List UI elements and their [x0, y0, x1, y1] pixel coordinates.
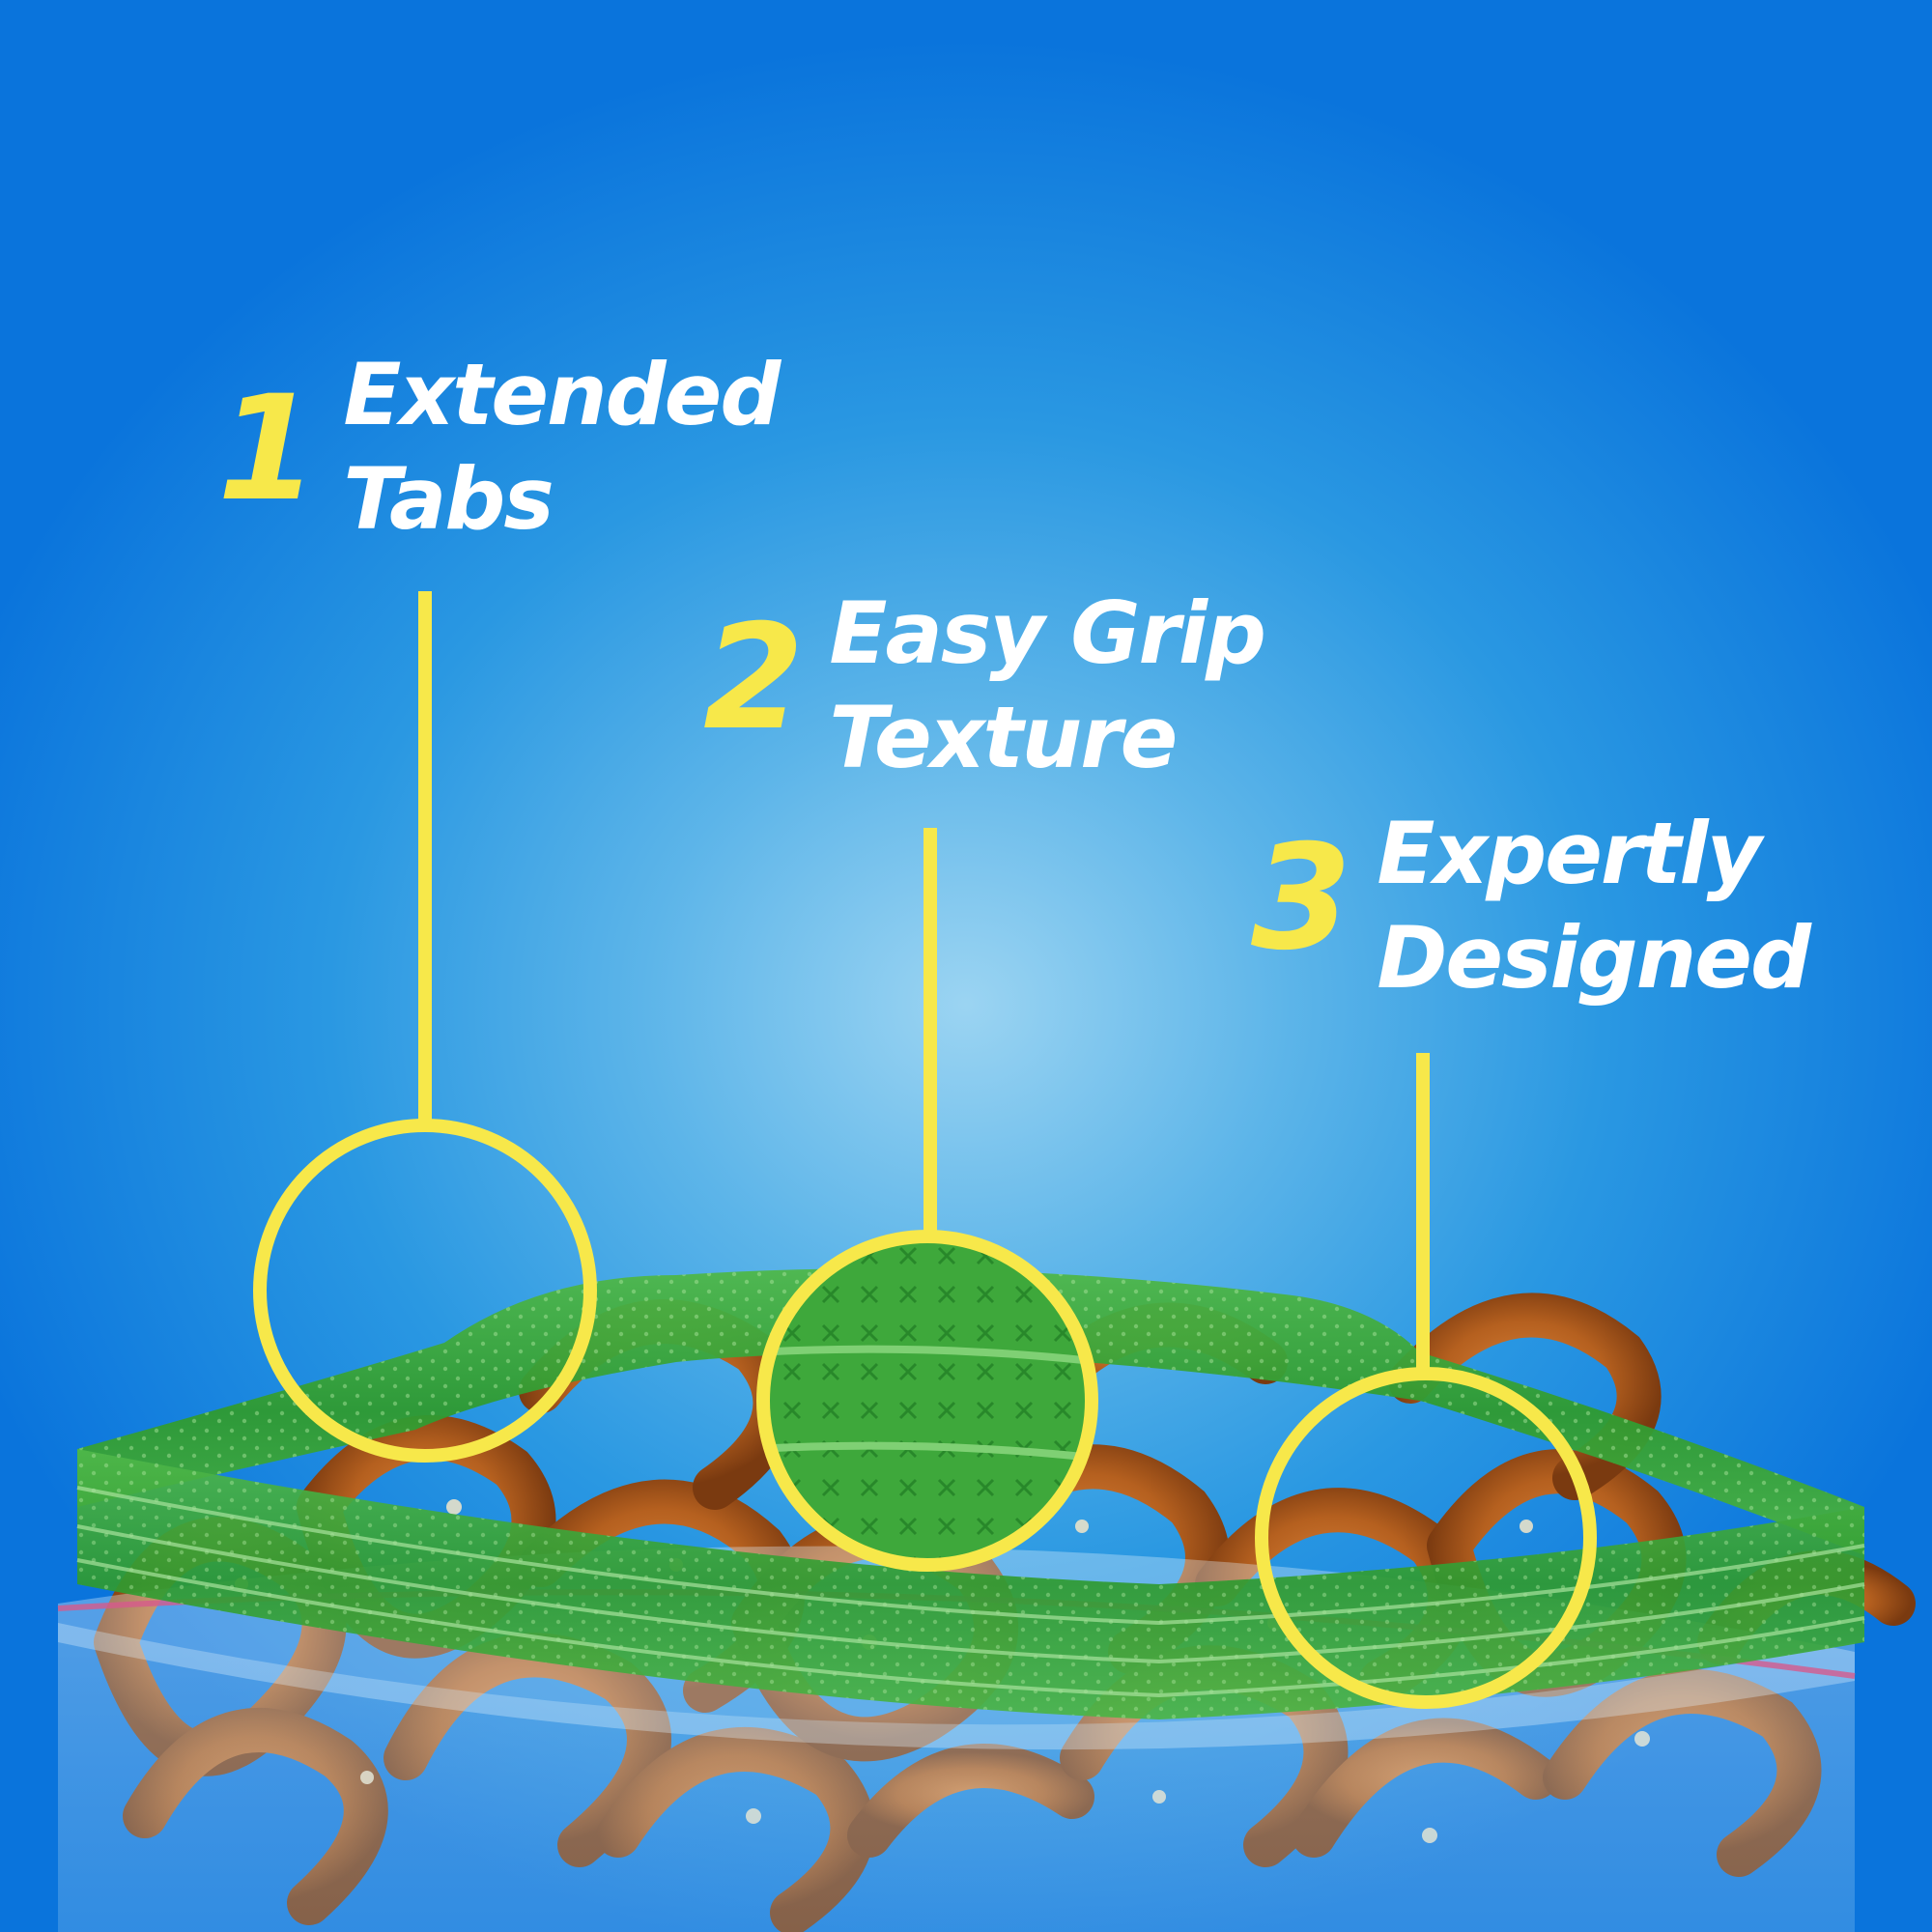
callout-easy-grip-texture: 2 Easy Grip Texture [703, 582, 1266, 790]
callout-label: Expertly Designed [1377, 802, 1811, 1010]
callout-label-line1: Expertly [1377, 804, 1762, 903]
callout-1-marker [253, 591, 597, 1463]
grip-texture-detail [763, 1236, 1092, 1565]
callout-extended-tabs: 1 Extended Tabs [217, 343, 781, 552]
callout-label-line1: Easy Grip [829, 583, 1266, 683]
callout-number: 1 [217, 365, 318, 533]
callout-label-line2: Texture [829, 688, 1178, 787]
callout-label-line2: Tabs [343, 449, 554, 549]
callout-label-line1: Extended [343, 345, 781, 444]
callout-label-line2: Designed [1377, 908, 1811, 1008]
callout-3-marker [1255, 1053, 1597, 1709]
callout-label: Extended Tabs [343, 343, 781, 552]
callout-number: 2 [703, 594, 804, 762]
callout-label: Easy Grip Texture [829, 582, 1266, 790]
callout-expertly-designed: 3 Expertly Designed [1251, 802, 1811, 1010]
callout-2-marker [756, 828, 1098, 1572]
callout-number: 3 [1251, 814, 1351, 982]
bag-film [58, 1623, 1855, 1932]
